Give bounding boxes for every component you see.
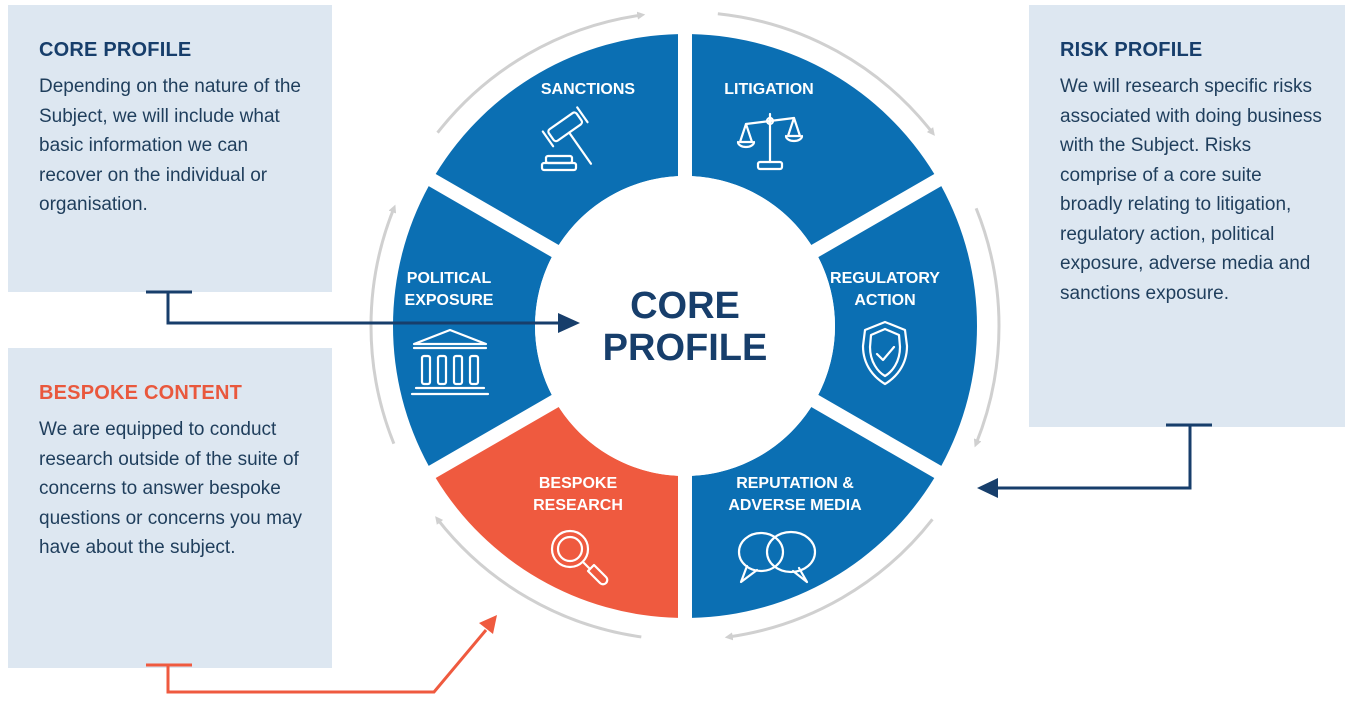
risk-profile-text: We will research specific risks associat… [1060,76,1322,304]
cycle-arrow [717,12,935,136]
cycle-arrow [369,204,397,445]
segment-reputation-adverse-media [691,406,935,618]
arrowhead-icon [479,615,497,634]
sanctions-label: SANCTIONS [541,81,636,98]
segment-sanctions [435,34,679,246]
regulatory-label-line2: ACTION [854,292,915,309]
government-building-icon [410,328,490,396]
segment-bespoke-research [435,406,679,618]
magnifier-icon [550,529,609,586]
risk-profile-title: RISK PROFILE [1060,39,1203,61]
center-label-line2: PROFILE [603,327,768,369]
cycle-arrows [369,11,1001,641]
cycle-arrow [435,516,642,639]
bespoke-label-line2: RESEARCH [533,497,623,514]
reputation-label-line2: ADVERSE MEDIA [728,497,862,514]
political-label-line1: POLITICAL [407,270,492,287]
core-profile-connector [146,290,580,333]
speech-bubbles-icon [737,530,817,584]
arrowhead-icon [977,478,998,498]
segment-litigation [691,34,935,246]
regulatory-label-line1: REGULATORY [830,270,940,287]
shield-check-icon [861,320,909,386]
bespoke-content-text: We are equipped to conduct research outs… [39,419,302,558]
gavel-icon [540,106,593,172]
cycle-arrow [436,11,646,134]
bespoke-label-line1: BESPOKE [539,475,618,492]
core-profile-box: CORE PROFILE Depending on the nature of … [8,5,332,292]
segment-political-exposure [393,186,552,466]
reputation-label-line1: REPUTATION & [736,475,854,492]
risk-profile-connector [977,423,1212,498]
risk-profile-box: RISK PROFILE We will research specific r… [1029,5,1345,427]
political-label-line2: EXPOSURE [405,292,494,309]
litigation-label: LITIGATION [724,81,813,98]
scales-icon [736,112,804,171]
center-label-line1: CORE [630,285,740,327]
core-profile-text: Depending on the nature of the Subject, … [39,76,301,215]
bespoke-content-title: BESPOKE CONTENT [39,382,243,404]
cycle-arrow [724,518,934,641]
core-profile-title: CORE PROFILE [39,39,192,61]
center-circle [535,176,835,476]
arrowhead-icon [558,313,580,333]
bespoke-connector [146,615,497,694]
bespoke-content-box: BESPOKE CONTENT We are equipped to condu… [8,348,332,668]
cycle-arrow [973,207,1001,448]
